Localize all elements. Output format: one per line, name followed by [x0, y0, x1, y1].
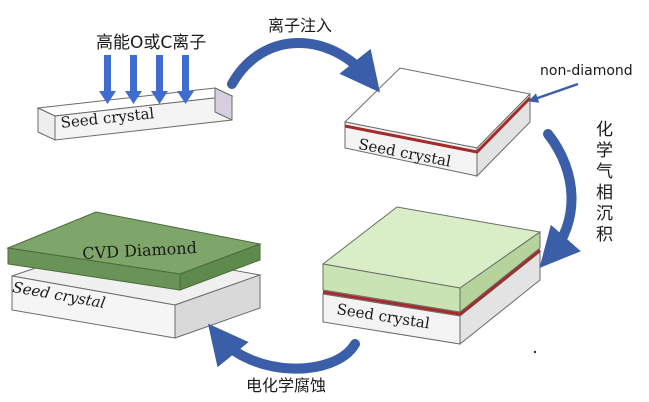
non-diamond-label: non-diamond — [540, 63, 633, 79]
stray-mark — [533, 350, 537, 354]
seed1-side — [214, 87, 233, 121]
seed3-side — [459, 250, 541, 346]
step-etch-label: 电化学腐蚀 — [246, 376, 327, 395]
ion-arrow-2-head — [125, 91, 142, 104]
step-cvd-label: 化学气相沉积 — [592, 120, 612, 246]
cvd4-side — [179, 243, 261, 291]
seed3-damage-layer — [322, 248, 541, 316]
arrow-electrochemical-etch — [207, 323, 360, 374]
ion-arrow-4-head — [177, 91, 194, 104]
seed-crystal-step2 — [343, 67, 532, 178]
ion-arrows — [99, 55, 194, 104]
arrow-cvd-growth — [539, 129, 581, 269]
seed4-side — [174, 274, 261, 339]
step-ion-implant-label: 离子注入 — [268, 16, 333, 35]
ion-arrow-3-shaft — [156, 55, 163, 93]
ion-arrow-2-shaft — [130, 55, 137, 93]
cvd-diamond-block — [6, 211, 262, 291]
ion-arrow-1-head — [99, 91, 116, 104]
ion-arrow-3-head — [151, 91, 168, 104]
ion-arrow-1-shaft — [104, 55, 111, 93]
seed2-side — [476, 92, 531, 178]
ion-arrow-4-shaft — [182, 55, 189, 93]
ion-source-label: 高能O或C离子 — [96, 33, 207, 53]
arrow-ion-implant — [227, 38, 381, 93]
seed-crystal-step3 — [321, 206, 542, 346]
non-diamond-pointer — [528, 82, 579, 103]
seed2-damage-layer — [344, 96, 532, 154]
